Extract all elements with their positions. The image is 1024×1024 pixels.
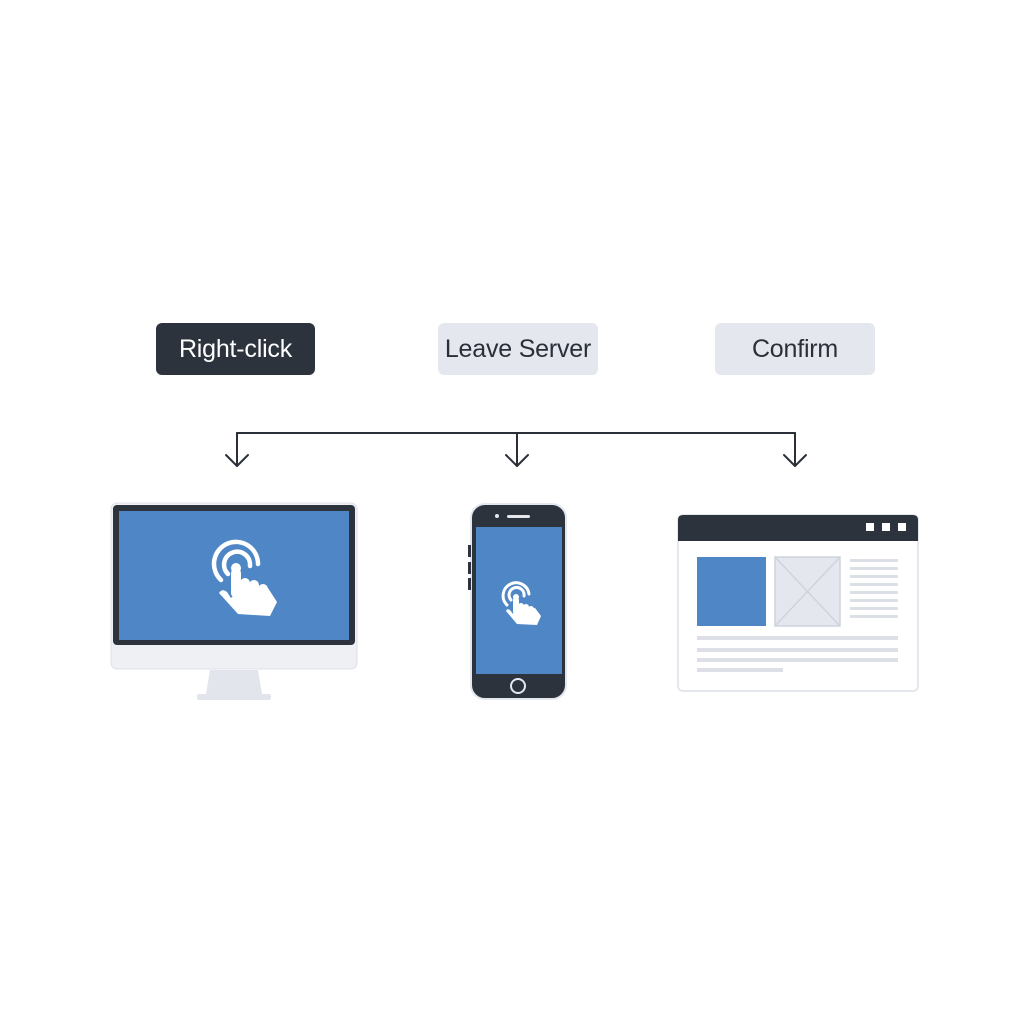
- smartphone-icon: [468, 503, 567, 700]
- desktop-monitor-icon: [110, 502, 358, 700]
- browser-window-icon: [677, 514, 919, 692]
- step-leave-server[interactable]: Leave Server: [438, 323, 598, 375]
- home-button: [510, 678, 526, 694]
- image-placeholder-icon: [774, 556, 841, 627]
- tap-hand-icon: [501, 581, 531, 607]
- step-label: Leave Server: [444, 334, 592, 363]
- step-label: Right-click: [178, 334, 293, 363]
- tap-hand-icon: [211, 539, 261, 583]
- step-label: Confirm: [751, 334, 839, 363]
- image-block: [697, 557, 766, 626]
- browser-title-bar: [678, 515, 918, 541]
- arrow-down-icon: [505, 454, 529, 467]
- connector-lines: [225, 432, 807, 467]
- text-lines: [697, 559, 898, 672]
- arrow-down-icon: [225, 454, 249, 467]
- hand-icon: [219, 563, 277, 616]
- step-confirm[interactable]: Confirm: [715, 323, 875, 375]
- hand-icon: [506, 594, 541, 625]
- arrow-down-icon: [783, 454, 807, 467]
- step-right-click[interactable]: Right-click: [156, 323, 315, 375]
